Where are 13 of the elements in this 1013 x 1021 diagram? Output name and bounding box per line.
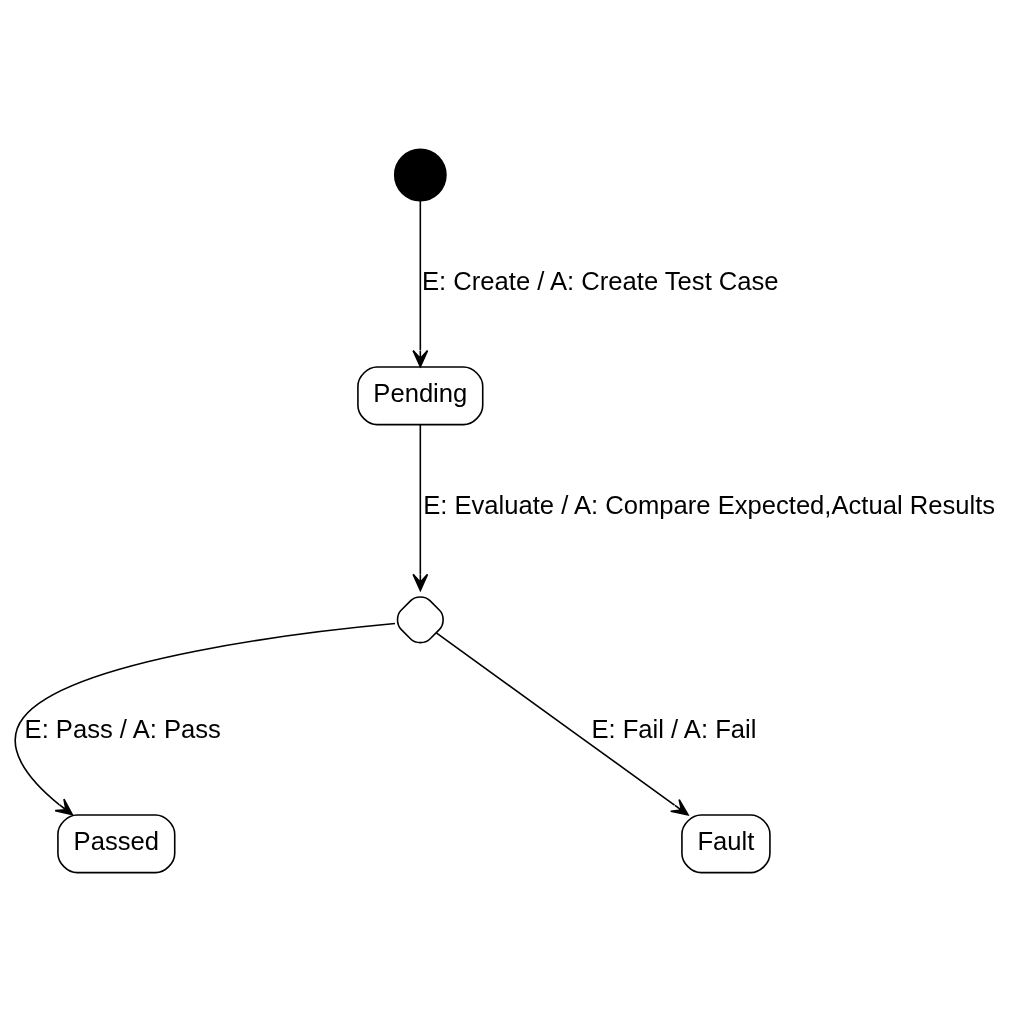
node-box: Pending: [357, 365, 484, 425]
edge-label: E: Evaluate / A: Compare Expected,Actual Results: [423, 490, 996, 519]
node-box: Passed: [57, 813, 176, 873]
edge-label: E: Create / A: Create Test Case: [422, 266, 779, 295]
arrow: [435, 631, 689, 816]
node-box: Fault: [681, 813, 771, 873]
arrow: [412, 199, 429, 367]
node-diamond: [396, 595, 444, 643]
edge-label: E: Pass / A: Pass: [24, 714, 221, 743]
node-circle: [393, 148, 447, 201]
arrow: [14, 622, 396, 815]
edge-label: E: Fail / A: Fail: [591, 714, 757, 743]
arrow: [412, 423, 429, 591]
